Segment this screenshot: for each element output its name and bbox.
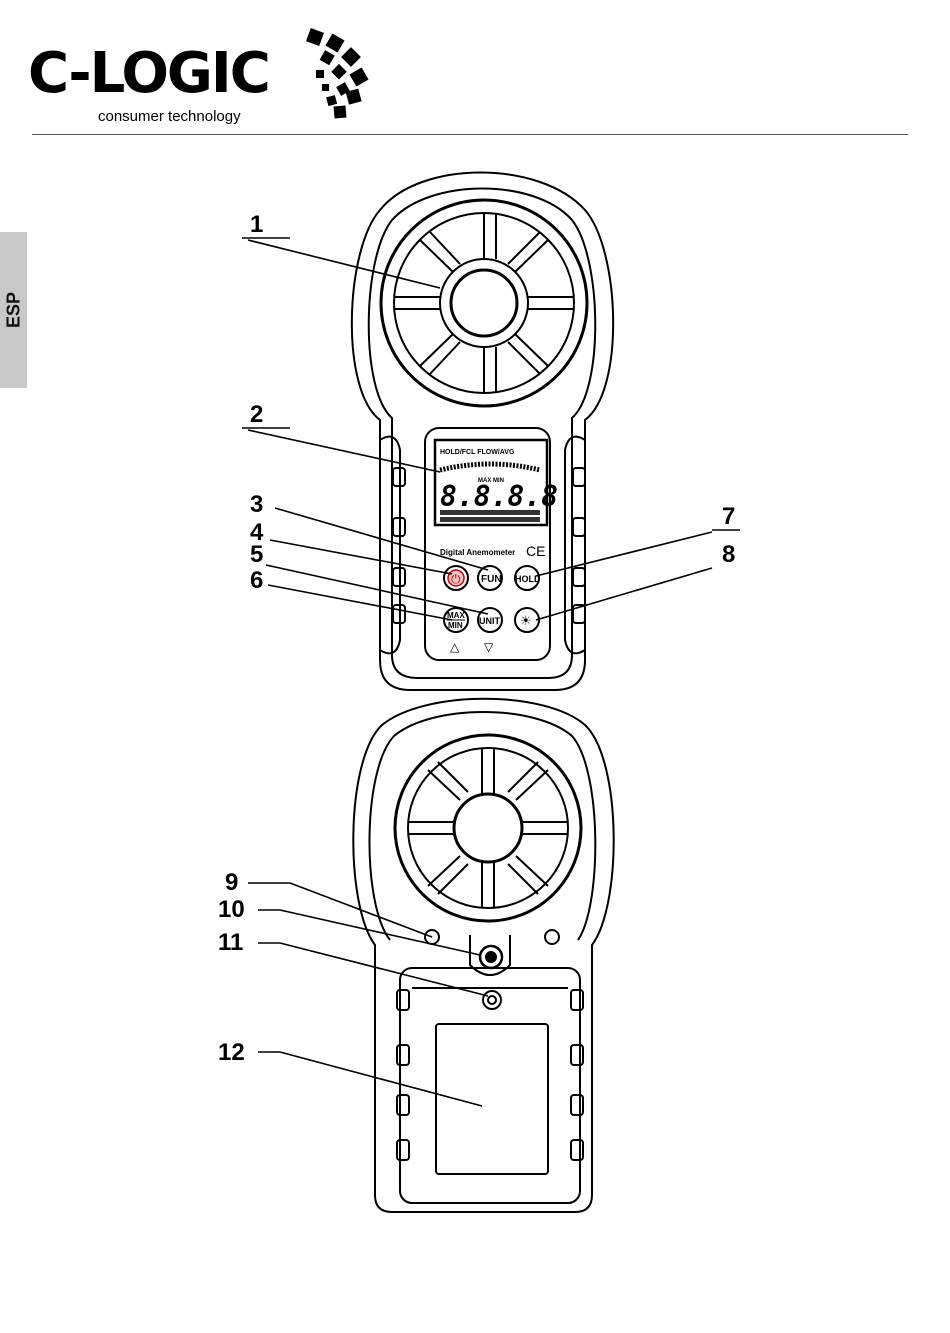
battery-cover-screw-inner xyxy=(488,996,496,1004)
unit-button[interactable]: UNIT ▽ xyxy=(478,608,502,654)
callout-7: 7 xyxy=(722,503,735,530)
battery-cover-screw xyxy=(483,991,501,1009)
right-screw xyxy=(545,930,559,944)
callout-1: 1 xyxy=(250,211,263,238)
back-fan-inner-ring xyxy=(408,748,568,908)
unit-button-label: UNIT xyxy=(479,616,500,626)
backlight-button[interactable]: ☀ xyxy=(515,608,539,632)
fun-button[interactable]: FUN xyxy=(478,566,502,590)
callout-11: 11 xyxy=(218,929,243,956)
back-side-grips xyxy=(397,990,583,1160)
power-icon: ⏻ xyxy=(451,572,461,586)
power-button[interactable]: ⏻ xyxy=(444,566,468,590)
down-arrow-icon: ▽ xyxy=(484,640,494,654)
back-body-outline xyxy=(353,699,613,1212)
tripod-socket-inner xyxy=(486,952,496,962)
device-model-label: Digital Anemometer xyxy=(440,548,515,557)
callout-12: 12 xyxy=(218,1039,245,1066)
front-fan-hub xyxy=(451,270,517,336)
callout-3: 3 xyxy=(250,491,263,518)
callout-5: 5 xyxy=(250,541,263,568)
lcd-status-row-2 xyxy=(440,517,540,522)
front-fan-blades xyxy=(395,213,574,393)
lcd-bargraph xyxy=(440,464,540,470)
max-label: MAX xyxy=(447,611,465,620)
fun-button-label: FUN xyxy=(481,574,502,585)
front-fan-hub-ring xyxy=(440,259,528,347)
callout-9: 9 xyxy=(225,869,238,896)
callout-6: 6 xyxy=(250,567,263,594)
lcd-top-text: HOLD/FCL FLOW/AVG xyxy=(440,449,515,456)
callout-2: 2 xyxy=(250,401,263,428)
up-arrow-icon: △ xyxy=(450,640,460,654)
lcd-status-row-1 xyxy=(440,510,540,515)
backlight-icon: ☀ xyxy=(520,614,532,629)
lcd-contents: HOLD/FCL FLOW/AVG MAX MIN 8.8.8.8 xyxy=(440,449,558,522)
back-view xyxy=(353,699,613,1212)
callout-8: 8 xyxy=(722,541,735,568)
min-label: MIN xyxy=(448,621,463,630)
back-fan-ring xyxy=(395,735,581,921)
hold-button[interactable]: HOLD xyxy=(515,566,541,590)
back-fan-hub xyxy=(454,794,522,862)
callout-numbers: 1 2 3 4 5 6 7 8 9 10 11 12 xyxy=(218,211,735,1066)
callout-10: 10 xyxy=(218,896,245,923)
max-min-button[interactable]: MAX MIN △ xyxy=(444,608,468,654)
ce-mark: CE xyxy=(526,543,545,559)
lcd-digits: 8.8.8.8 xyxy=(440,480,558,513)
